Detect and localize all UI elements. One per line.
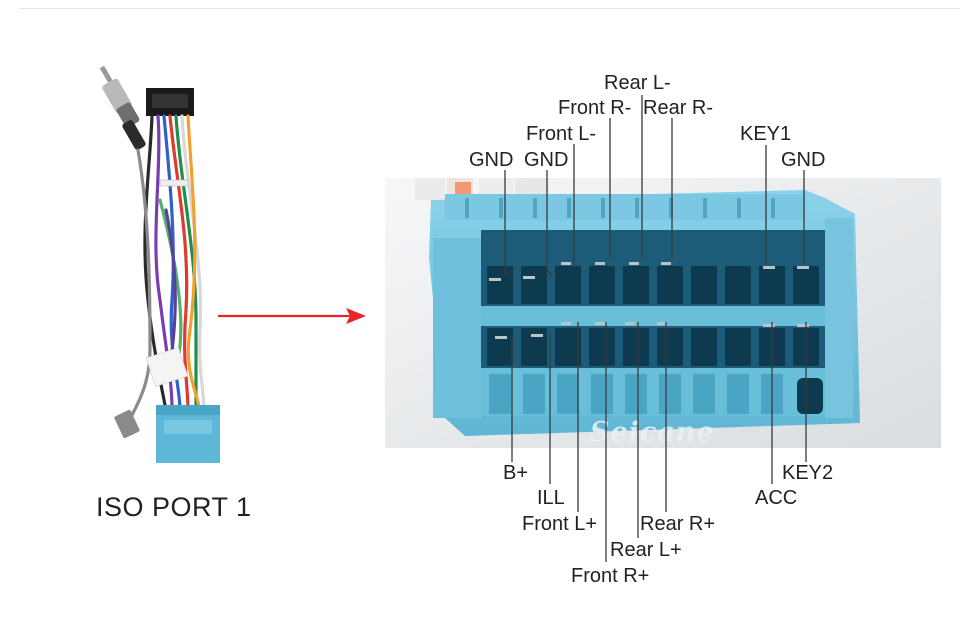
pin-label-key1: KEY1 bbox=[740, 123, 792, 145]
pin-label-gnd-3: GND bbox=[781, 149, 826, 171]
antenna-plug bbox=[99, 65, 146, 150]
pin-label-rear-l-minus: Rear L- bbox=[604, 72, 671, 94]
pin-label-rear-r-minus: Rear R- bbox=[643, 97, 714, 119]
pin-label-acc: ACC bbox=[755, 487, 798, 509]
pin-label-gnd-2: GND bbox=[524, 149, 569, 171]
blue-connector-small bbox=[156, 405, 220, 463]
pin-label-front-l-minus: Front L- bbox=[526, 123, 597, 145]
top-divider bbox=[20, 8, 960, 9]
pin-label-b-plus: B+ bbox=[503, 462, 529, 484]
pin-label-rear-l-plus: Rear L+ bbox=[610, 539, 682, 561]
pin-label-front-r-minus: Front R- bbox=[558, 97, 632, 119]
port-label: ISO PORT 1 bbox=[96, 492, 252, 522]
pin-label-key2: KEY2 bbox=[782, 462, 834, 484]
connector-photo bbox=[385, 178, 941, 448]
black-connector bbox=[146, 88, 194, 116]
watermark-logo: Seicane bbox=[590, 417, 715, 448]
wiring-harness-image bbox=[99, 65, 220, 463]
pin-label-gnd-1: GND bbox=[469, 149, 514, 171]
pin-label-ill: ILL bbox=[537, 487, 565, 509]
pin-label-front-l-plus: Front L+ bbox=[522, 513, 598, 535]
pin-label-front-r-plus: Front R+ bbox=[571, 565, 650, 587]
pin-label-rear-r-plus: Rear R+ bbox=[640, 513, 716, 535]
